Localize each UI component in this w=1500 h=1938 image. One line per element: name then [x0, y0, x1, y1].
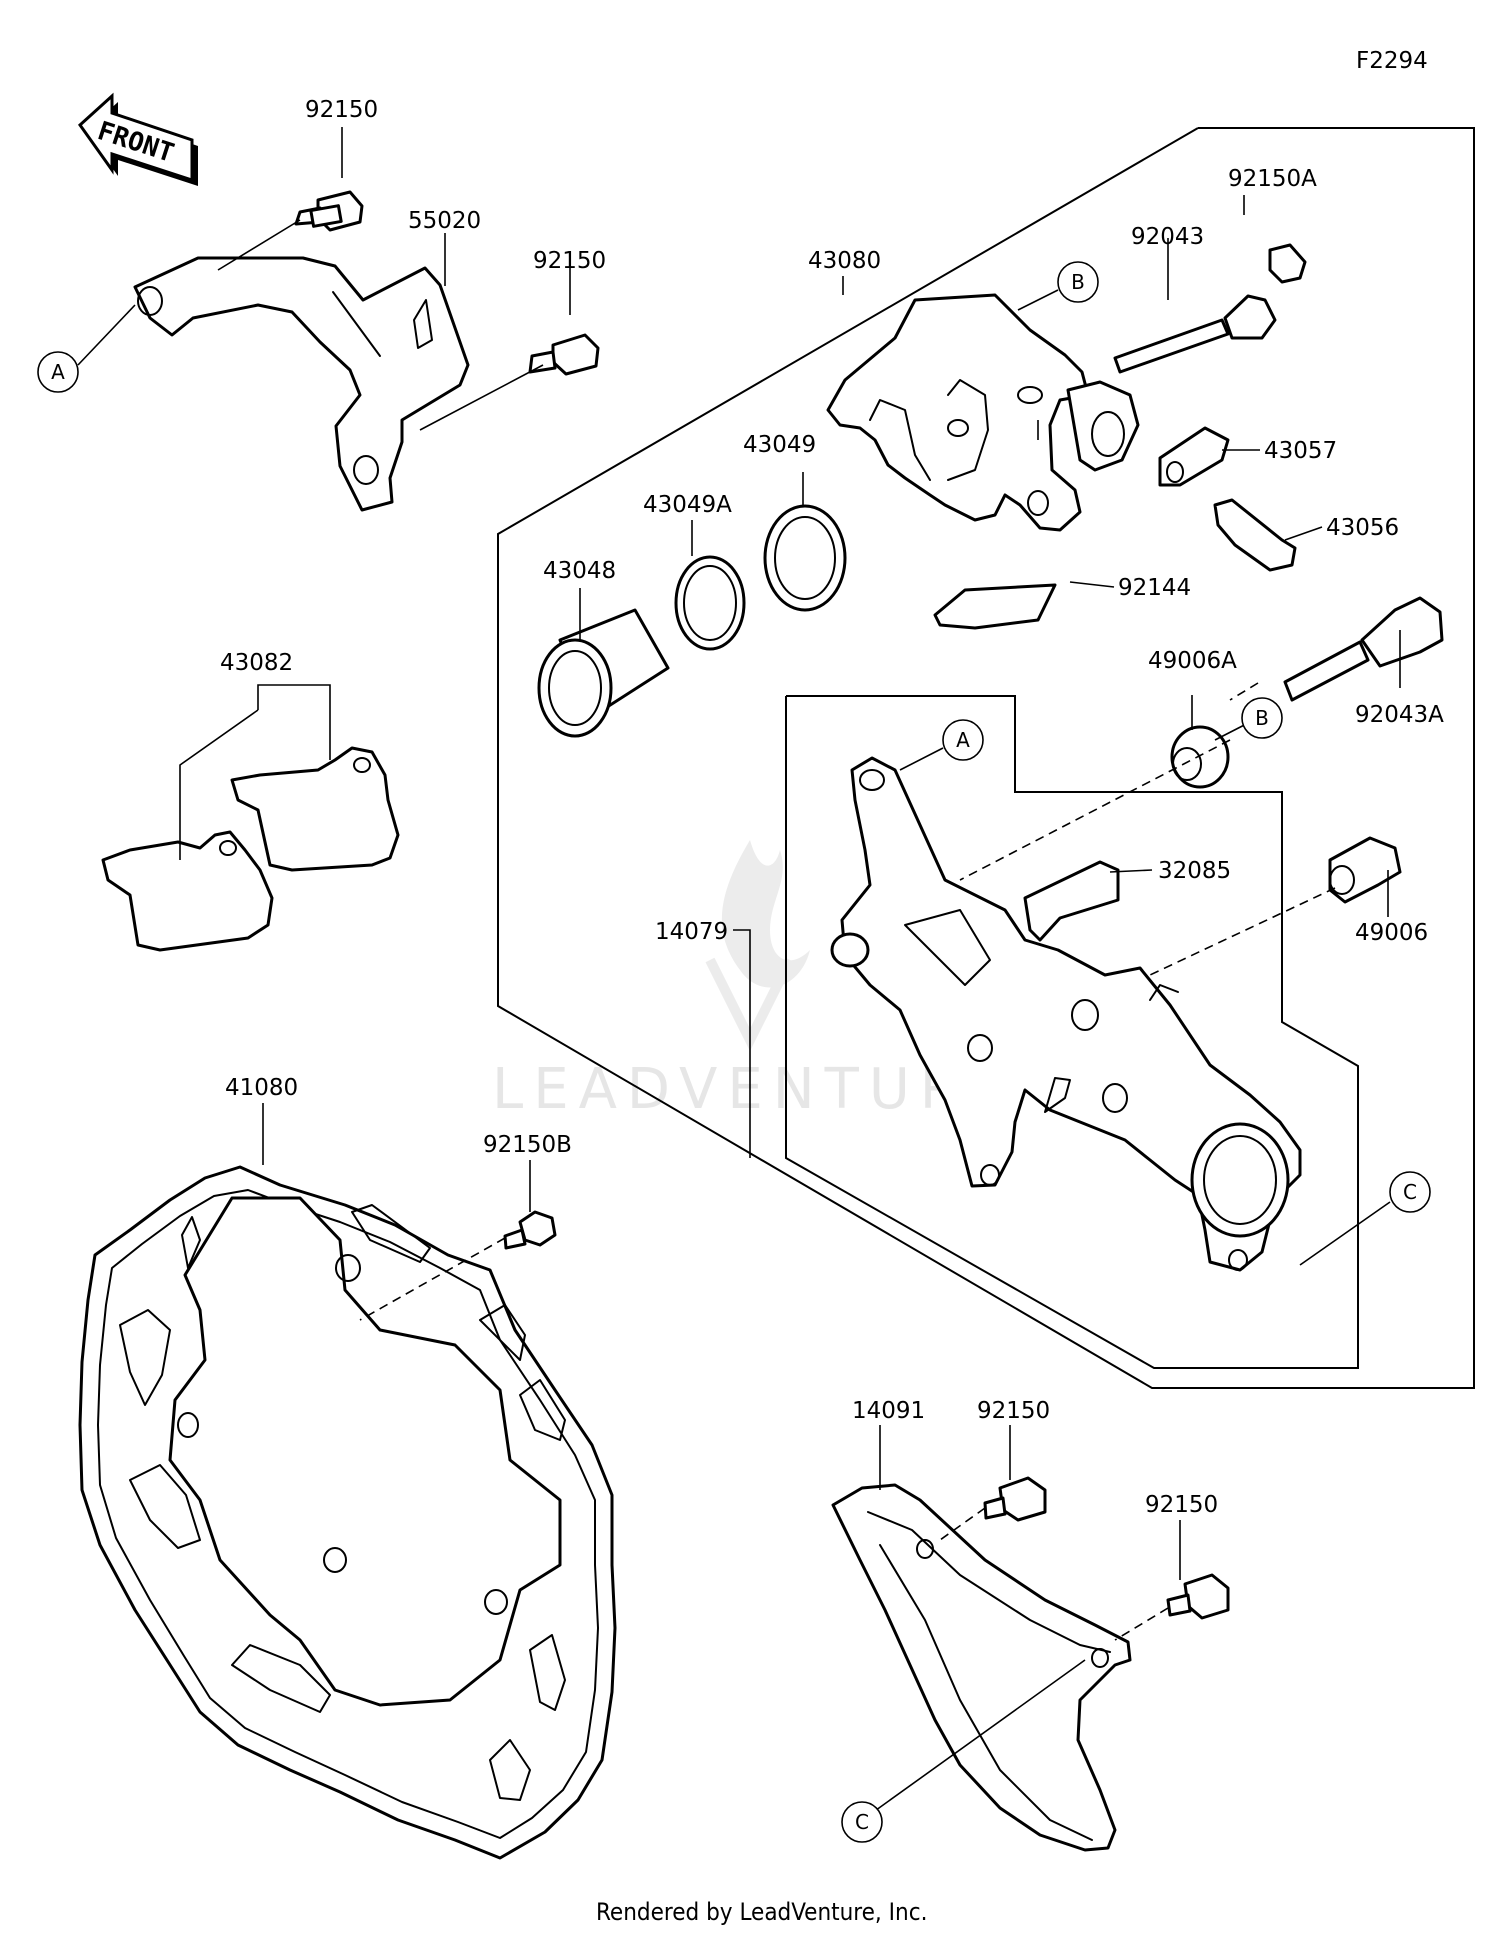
watermark-text: LEADVENTURE [492, 1057, 1014, 1122]
label-41080: 41080 [225, 1075, 298, 1101]
seal-43049 [763, 504, 847, 612]
svg-text:B: B [1255, 706, 1269, 730]
label-43057: 43057 [1264, 438, 1337, 464]
label-92150-b1: 92150 [977, 1398, 1050, 1424]
caliper-bracket-14079 [830, 756, 1302, 1272]
leader-lines [179, 127, 1401, 1814]
brake-disc-41080 [78, 1165, 617, 1860]
pin-92043 [1113, 294, 1277, 374]
disc-guard-14091 [831, 1483, 1132, 1852]
svg-text:A: A [51, 360, 65, 384]
label-43056: 43056 [1326, 515, 1399, 541]
spring-92144 [933, 583, 1057, 630]
assembly-frame [497, 127, 1475, 1389]
pin-92043A [1283, 596, 1444, 702]
front-arrow-icon: FRONT [78, 92, 198, 186]
callout-a-bracket: A [942, 719, 984, 761]
svg-text:B: B [1071, 270, 1085, 294]
label-49006: 49006 [1355, 920, 1428, 946]
piston-43048 [537, 608, 670, 738]
brake-pads-43082 [101, 746, 400, 952]
callout-c-bracket: C [1389, 1171, 1431, 1213]
pad-spring-32085 [1023, 860, 1120, 942]
label-43049A: 43049A [643, 492, 732, 518]
label-92043: 92043 [1131, 224, 1204, 250]
dashed-guides [359, 682, 1336, 1641]
bolt-92150-top [294, 190, 364, 232]
diagram-code: F2294 [1356, 48, 1428, 74]
seal-92150A [1268, 243, 1307, 284]
callout-c-guard: C [841, 1801, 883, 1843]
bolt-92150-b2 [1166, 1573, 1230, 1620]
label-55020: 55020 [408, 208, 481, 234]
callout-b-pin: B [1241, 697, 1283, 739]
label-92150-top: 92150 [305, 97, 378, 123]
seal-43049A [674, 555, 746, 651]
label-43082: 43082 [220, 650, 293, 676]
bolt-49006 [1328, 836, 1402, 904]
caliper-body-43080 [826, 293, 1140, 532]
footer-credit: Rendered by LeadVenture, Inc. [596, 1898, 927, 1926]
bolt-92150B [503, 1210, 557, 1250]
label-43080: 43080 [808, 248, 881, 274]
label-49006A: 49006A [1148, 648, 1237, 674]
callout-b-caliper: B [1057, 261, 1099, 303]
label-32085: 32085 [1158, 858, 1231, 884]
svg-text:A: A [956, 728, 970, 752]
label-14079: 14079 [655, 919, 728, 945]
svg-text:C: C [855, 1810, 869, 1834]
bracket-subframe [785, 695, 1359, 1369]
callout-a-left: A [37, 351, 79, 393]
svg-text:C: C [1403, 1180, 1417, 1204]
label-92043A: 92043A [1355, 702, 1444, 728]
washer-43057 [1158, 426, 1230, 487]
rear-bracket-55020 [133, 256, 470, 512]
label-43049: 43049 [743, 432, 816, 458]
bolt-92150-b1 [983, 1476, 1047, 1522]
label-43048: 43048 [543, 558, 616, 584]
label-92144: 92144 [1118, 575, 1191, 601]
label-92150-mid: 92150 [533, 248, 606, 274]
bolt-92150-mid [528, 333, 600, 376]
label-92150-b2: 92150 [1145, 1492, 1218, 1518]
label-92150B: 92150B [483, 1132, 572, 1158]
bleeder-43056 [1213, 498, 1297, 572]
label-92150A: 92150A [1228, 166, 1317, 192]
label-14091: 14091 [852, 1398, 925, 1424]
boot-49006A [1170, 725, 1230, 789]
